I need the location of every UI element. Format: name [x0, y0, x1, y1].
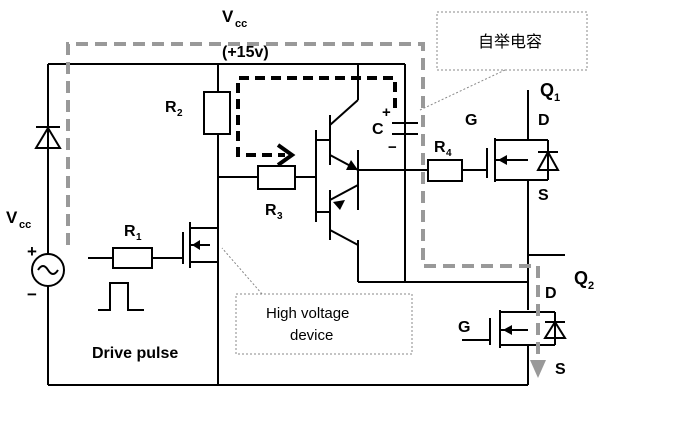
high-voltage-mosfet: [182, 222, 210, 268]
r1-resistor: [112, 247, 153, 269]
r2-sub: 2: [177, 108, 183, 119]
q2-mosfet: [462, 310, 567, 348]
q1-gate-label: G: [465, 112, 477, 129]
r2-label: R: [165, 99, 177, 116]
hv-device-callout-leader: [221, 247, 263, 295]
hv-device-text-line1: High voltage: [266, 305, 349, 322]
capacitor-label: C: [372, 121, 384, 138]
hv-device-callout-box: [235, 293, 413, 355]
r3-sub: 3: [277, 211, 283, 222]
q2-drain-label: D: [545, 285, 557, 302]
q1-label: Q: [540, 80, 554, 100]
r4-label: R: [434, 139, 446, 156]
drive-pulse-waveform: [98, 282, 144, 311]
q2-label: Q: [574, 268, 588, 288]
vcc-left-label: V: [6, 208, 18, 227]
q2-source-label: S: [555, 361, 566, 378]
q1-sub: 1: [554, 92, 560, 104]
bootstrap-path-dashed: [236, 76, 397, 157]
vcc-minus: −: [27, 285, 37, 304]
totem-pole-transistors: [316, 99, 359, 246]
r1-sub: 1: [136, 232, 142, 243]
vcc-top-value: (+15v): [222, 44, 269, 61]
vcc-top-label: V: [222, 7, 234, 26]
bootstrap-capacitor: [392, 122, 418, 135]
charging-path-arrow: [530, 360, 546, 378]
hv-device-text-line2: device: [290, 327, 333, 344]
bootstrap-callout-box: [436, 11, 588, 71]
bootstrap-path-arrow: [276, 143, 296, 167]
capacitor-minus: −: [388, 139, 397, 156]
r3-resistor: [257, 165, 296, 190]
drive-pulse-label: Drive pulse: [92, 345, 178, 362]
bootstrap-callout-leader: [419, 69, 506, 111]
q1-mosfet: [486, 138, 560, 182]
r2-resistor: [203, 91, 231, 135]
r4-sub: 4: [446, 148, 452, 159]
charging-path-dashed: [66, 42, 540, 372]
q2-gate-label: G: [458, 319, 470, 336]
vcc-source: [31, 253, 65, 287]
vcc-plus: +: [27, 242, 37, 261]
q1-source-label: S: [538, 187, 549, 204]
vcc-left-sub: cc: [19, 219, 31, 231]
bootstrap-callout-text: 自举电容: [478, 32, 542, 51]
wires: [47, 63, 565, 386]
q2-sub: 2: [588, 280, 594, 292]
supply-diode: [34, 126, 62, 149]
r3-label: R: [265, 202, 277, 219]
r4-resistor: [427, 159, 463, 182]
capacitor-plus: +: [382, 104, 391, 121]
q1-drain-label: D: [538, 112, 550, 129]
vcc-top-sub: cc: [235, 18, 247, 30]
r1-label: R: [124, 223, 136, 240]
